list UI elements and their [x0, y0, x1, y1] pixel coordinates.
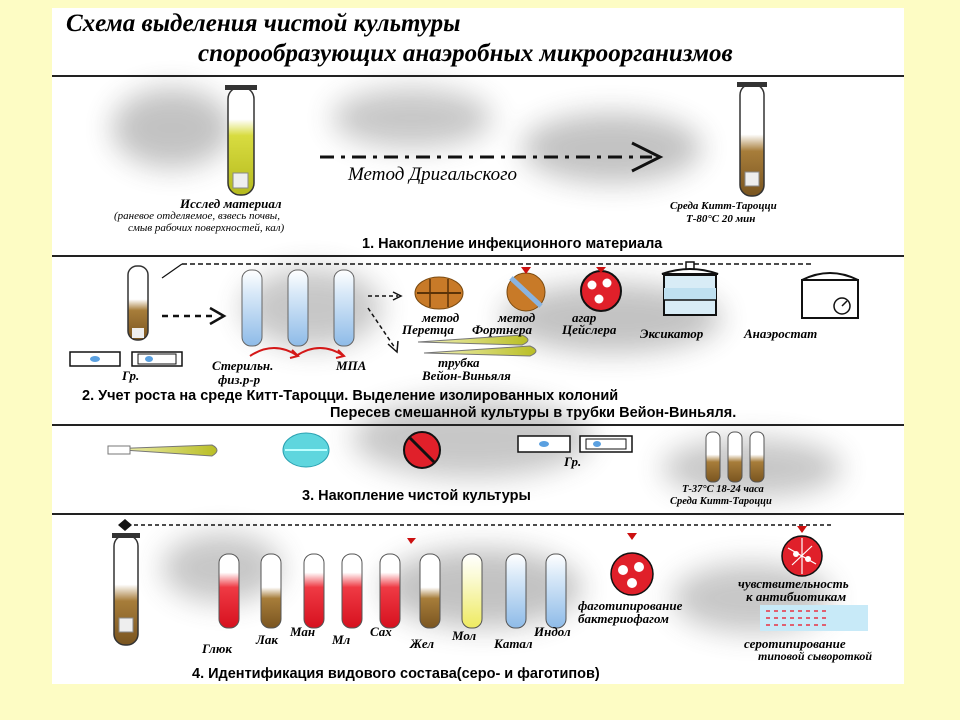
fortner-dish	[506, 267, 546, 312]
stage2-slides	[69, 351, 183, 367]
cyan-dish	[282, 432, 330, 468]
zeissler-label-1: агар	[572, 310, 597, 325]
sample-note-1: (раневое отделяемое, взвесь почвы,	[114, 210, 280, 222]
veillon-tubes	[417, 334, 537, 357]
phage-dish	[610, 533, 654, 596]
fortner-label-2: Фортнера	[472, 322, 532, 337]
prohibit-dish	[403, 431, 441, 469]
veillon-label-1: трубка	[438, 355, 480, 370]
diagram-panel: Схема выделения чистой культуры спорообр…	[52, 8, 904, 684]
sero-label-1: серотипирование	[744, 636, 846, 651]
stage3-slide-label: Гр.	[564, 454, 582, 469]
tube-label-indol: Индол	[534, 624, 571, 639]
stage2-caption-2: Пересев смешанной культуры в трубки Вейо…	[330, 405, 737, 421]
tube-label-mol: Мол	[452, 628, 477, 643]
perets-label-1: метод	[422, 310, 460, 325]
dilution-tubes	[241, 269, 355, 359]
antibiotic-label-1: чувствительность	[738, 576, 849, 591]
sample-note-2: смыв рабочих поверхностей, кал)	[128, 222, 285, 234]
antibiotic-label-2: к антибиотикам	[746, 589, 847, 604]
stage3-conditions-1: Т-37°С 18-24 часа	[682, 484, 764, 495]
perets-dish	[414, 276, 464, 310]
title-line-2: спорообразующих анаэробных микроорганизм…	[198, 40, 733, 67]
sample-label: Исслед материал	[180, 196, 282, 211]
method-arrow	[320, 141, 664, 173]
medium-label-2: Т-80°С 20 мин	[686, 213, 756, 225]
branch-arrows	[367, 291, 403, 354]
stage2-source-tube	[127, 265, 149, 341]
medium-label-1: Среда Китт-Тароцци	[670, 200, 777, 212]
slant-tube	[107, 444, 218, 457]
sample-tube	[225, 85, 257, 196]
saline-label-2: физ.р-р	[218, 372, 261, 387]
stage3-tubes	[705, 431, 765, 483]
title-line-1: Схема выделения чистой культуры	[66, 10, 461, 37]
zeissler-dish	[580, 267, 622, 312]
antibiotic-dish	[781, 526, 823, 577]
desiccator-icon	[661, 261, 719, 316]
stage3-slides	[517, 435, 633, 453]
saline-label-1: Стерильн.	[212, 358, 274, 373]
biochemical-tubes	[218, 553, 567, 629]
phage-label-2: бактериофагом	[578, 611, 669, 626]
tube-label-zhel: Жел	[410, 636, 435, 651]
desiccator-label: Эксикатор	[640, 326, 704, 341]
tube-label-lak: Лак	[256, 632, 279, 647]
mpa-label: МПА	[336, 358, 367, 373]
kitt-tarozzi-tube-1	[737, 82, 767, 197]
stage2-dash-arrow	[162, 306, 227, 326]
sero-label-2: типовой сывороткой	[758, 649, 873, 663]
perets-label-2: Перетца	[402, 322, 454, 337]
stage1-caption: 1. Накопление инфекционного материала	[362, 236, 663, 252]
stage3-caption: 3. Накопление чистой культуры	[302, 488, 531, 504]
tube-label-man: Ман	[290, 624, 316, 639]
method-label: Метод Дригальского	[348, 164, 518, 185]
stage4-source-tube	[112, 533, 140, 646]
serotyping-plate	[760, 605, 868, 631]
tube-label-katal: Катал	[494, 636, 533, 651]
anaerostat-icon	[801, 272, 859, 319]
diagram-graphics	[52, 75, 904, 646]
tube-label-ml: Мл	[332, 632, 351, 647]
tube-label-sakh: Сах	[370, 624, 392, 639]
fortner-label-1: метод	[498, 310, 536, 325]
stage2-slide-label: Гр.	[122, 368, 140, 383]
tube-label-gluk: Глюк	[202, 641, 232, 656]
phage-label-1: фаготипирование	[578, 598, 683, 613]
stage3-conditions-2: Среда Китт-Тароцци	[670, 496, 772, 507]
stage2-caption-1: 2. Учет роста на среде Китт-Тароцци. Выд…	[82, 388, 619, 404]
anaerostat-label: Анаэростат	[744, 326, 818, 341]
veillon-label-2: Вейон-Виньяля	[422, 368, 511, 383]
stage4-caption: 4. Идентификация видового состава(серо- …	[192, 666, 600, 682]
zeissler-label-2: Цейслера	[562, 322, 617, 337]
